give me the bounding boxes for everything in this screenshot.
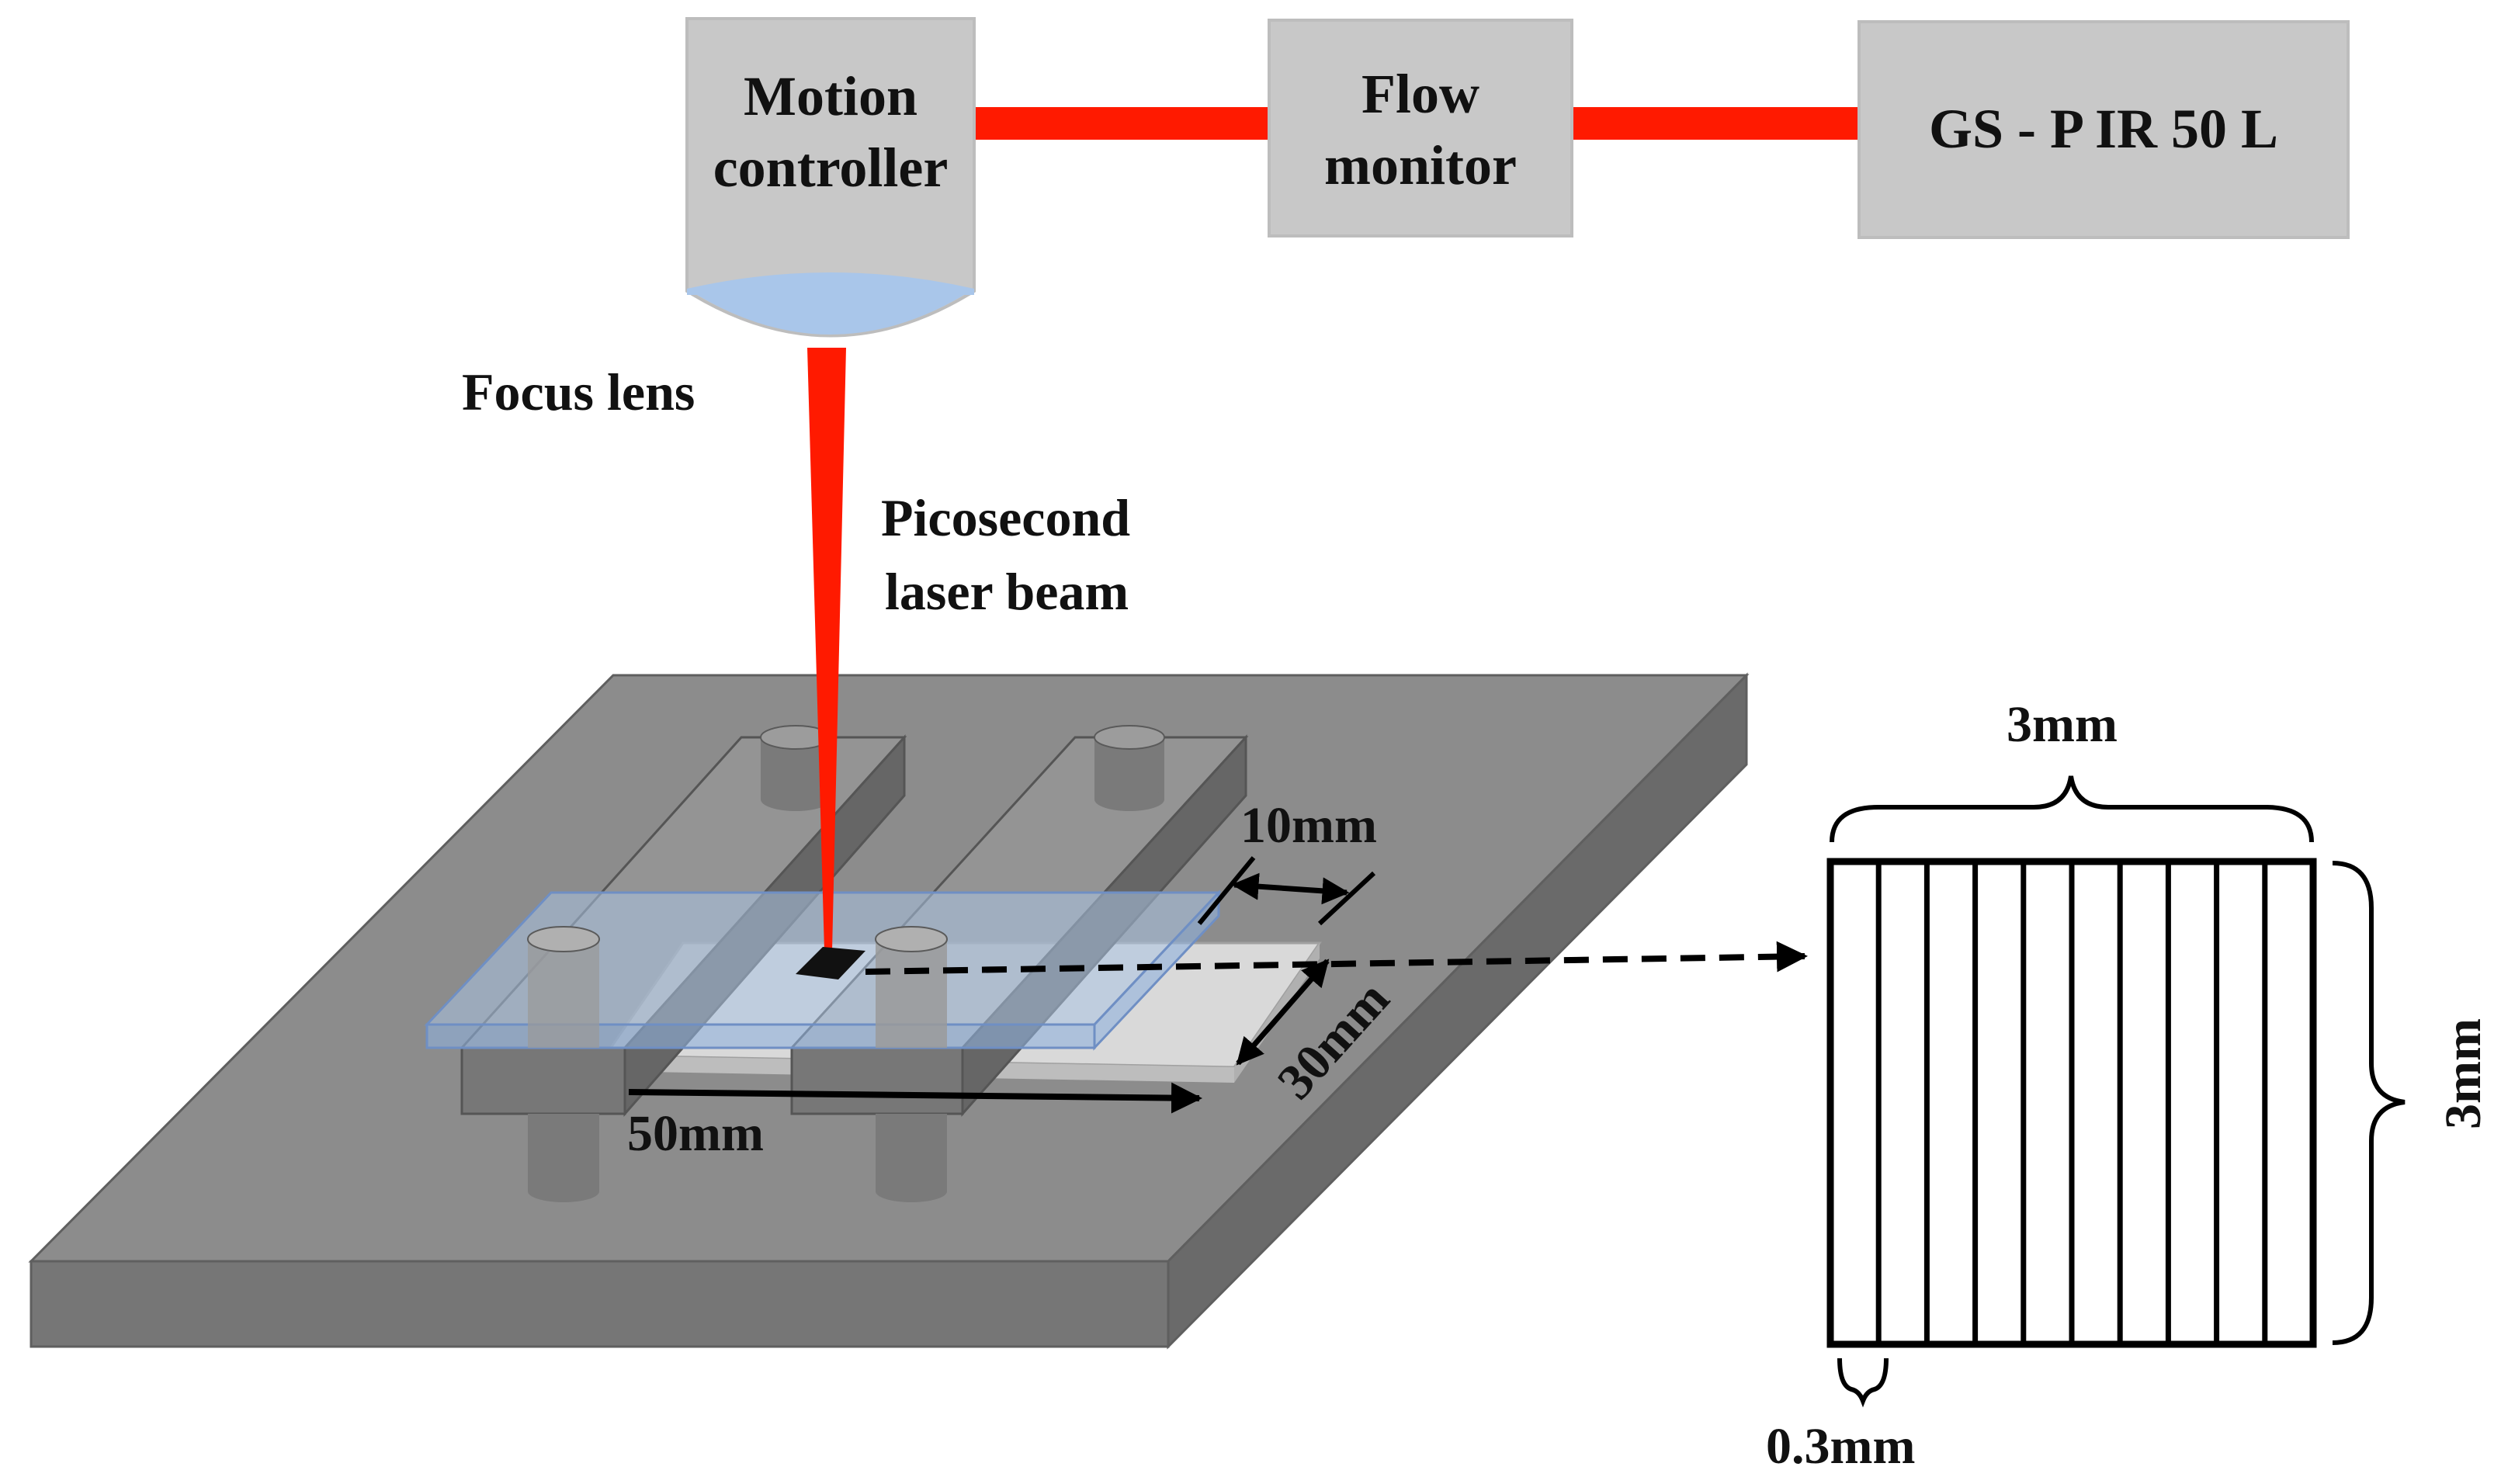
base-plate-side — [1167, 672, 1748, 1350]
gs-pir-block: GS - P IR 50 L — [1857, 20, 2350, 239]
dimension-50mm: 50mm — [627, 1082, 1202, 1162]
pattern-width-label: 3mm — [2007, 696, 2118, 753]
motion-controller-block: Motion controller — [685, 17, 976, 338]
base-plate-front — [29, 1260, 1170, 1348]
gs-pir-label: GS - P IR 50 L — [1929, 98, 2278, 160]
line-spacing-label: 0.3mm — [1766, 1418, 1915, 1475]
pattern-scan-lines — [1875, 862, 2268, 1344]
front-posts — [527, 926, 948, 1048]
motion-controller-label-line1: Motion — [744, 65, 917, 127]
red-connector-lines — [970, 107, 1859, 140]
laser-beam — [807, 348, 846, 951]
pattern-height-brace — [2332, 861, 2406, 1345]
projection-arrow — [865, 941, 1808, 975]
focus-lens-shape — [687, 272, 974, 335]
flow-monitor-block: Flow monitor — [1268, 19, 1573, 238]
pattern-width-brace — [1830, 775, 2314, 843]
flow-monitor-label-line1: Flow — [1361, 63, 1479, 125]
focus-lens-label: Focus lens — [462, 362, 695, 421]
motion-controller-label-line2: controller — [713, 137, 949, 199]
flow-monitor-label-line2: monitor — [1324, 134, 1517, 196]
connector-motion-to-flow — [970, 107, 1275, 140]
laser-beam-label-line1: Picosecond — [881, 488, 1130, 547]
laser-spot — [796, 947, 865, 980]
connector-flow-to-gs — [1568, 107, 1859, 140]
dimension-10mm: 10mm — [1197, 797, 1377, 926]
scan-pattern: 3mm 3mm 0.3mm — [1766, 696, 2492, 1475]
dimension-50mm-label: 50mm — [627, 1105, 764, 1162]
pattern-height-label: 3mm — [2435, 1018, 2492, 1129]
laser-beam-label-line2: laser beam — [885, 562, 1129, 621]
line-spacing-brace — [1837, 1357, 1889, 1408]
dimension-10mm-label: 10mm — [1240, 797, 1377, 854]
